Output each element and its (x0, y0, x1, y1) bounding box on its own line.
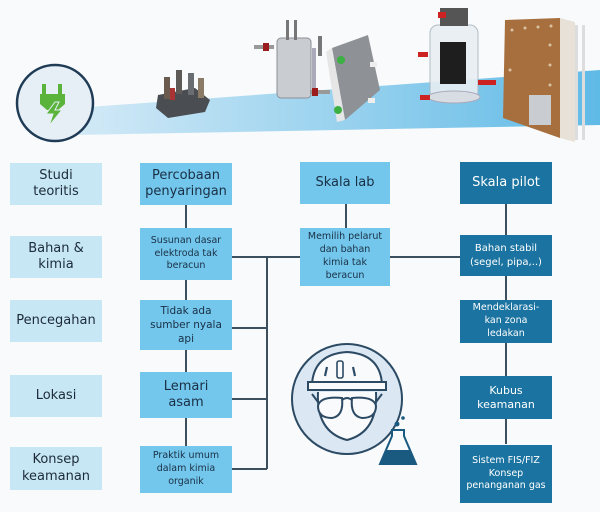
plate-stack-reactor-image (503, 18, 585, 142)
connector-line (232, 327, 267, 329)
pilot-scale-item: Sistem FIS/FIZ Konsep penanganan gas (460, 445, 552, 503)
category-bahan-kimia: Bahan & kimia (10, 236, 102, 278)
glass-reactor-image (418, 8, 496, 104)
connector-line (266, 256, 268, 469)
connector-line (345, 204, 347, 228)
illustration-banner (15, 8, 600, 143)
pilot-scale-header: Skala pilot (460, 162, 552, 204)
category-studi-teoritis: Studi teoritis (10, 163, 102, 205)
category-lokasi: Lokasi (10, 375, 102, 417)
flow-cell-block-image (310, 35, 380, 122)
screening-item: Lemari asam (140, 372, 232, 418)
screening-item: Susunan dasar elektroda tak beracun (140, 228, 232, 280)
connector-line (232, 256, 300, 258)
screening-item: Praktik umum dalam kimia organik (140, 446, 232, 493)
cylindrical-cell-image (254, 20, 322, 99)
pilot-scale-item: Mendeklarasi-kan zona ledakan (460, 300, 552, 343)
pilot-scale-item: Kubus keamanan (460, 376, 552, 419)
lab-scale-header: Skala lab (300, 162, 390, 204)
safety-worker-with-flask-icon (291, 343, 418, 465)
pilot-scale-item: Bahan stabil (segel, pipa,..) (460, 235, 552, 276)
electrode-assembly-image (156, 70, 210, 118)
category-pencegahan: Pencegahan (10, 300, 102, 342)
lab-scale-item: Memilih pelarut dan bahan kimia tak bera… (300, 228, 390, 286)
connector-line (232, 398, 267, 400)
screening-item: Tidak ada sumber nyala api (140, 300, 232, 350)
category-konsep-keamanan: Konsep keamanan (10, 447, 102, 490)
screening-header: Percobaan penyaringan (140, 163, 232, 205)
electric-plug-icon (15, 63, 95, 143)
connector-line (390, 256, 460, 258)
connector-line (232, 468, 267, 470)
